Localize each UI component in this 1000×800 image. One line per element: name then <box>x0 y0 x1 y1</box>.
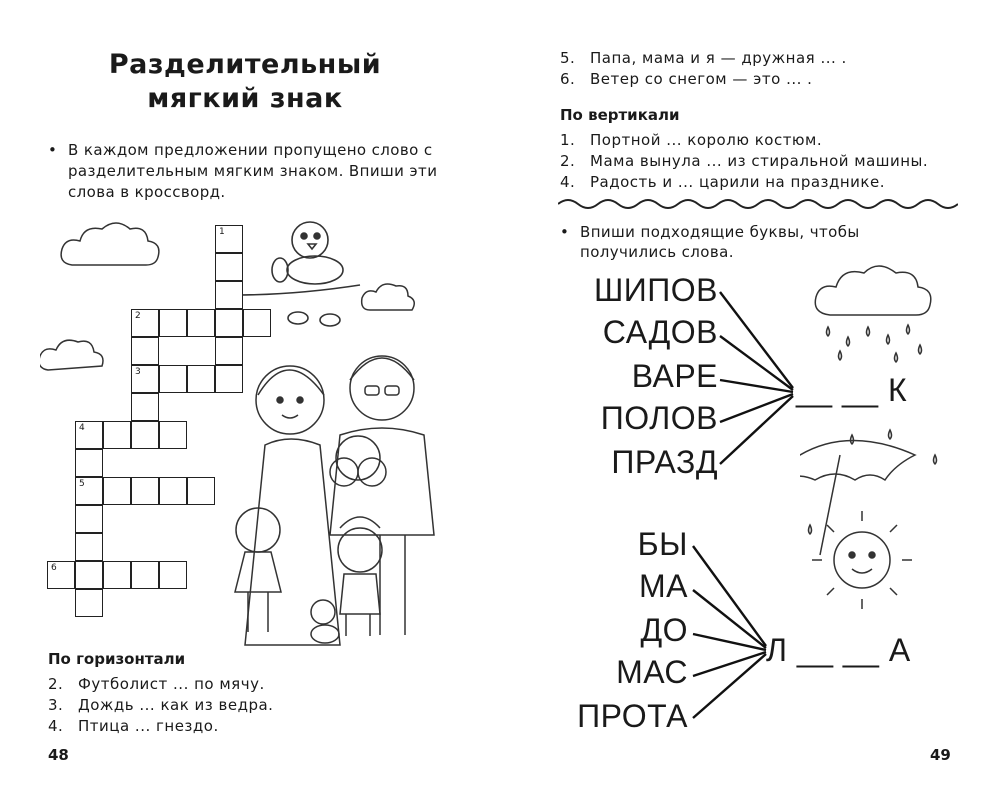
word-option: ПОЛОВ <box>600 400 718 436</box>
crossword-cell[interactable] <box>131 477 159 505</box>
crossword-cell[interactable] <box>75 505 103 533</box>
crossword-cell[interactable] <box>131 421 159 449</box>
crossword-cell[interactable] <box>103 421 131 449</box>
crossword-cell[interactable] <box>131 337 159 365</box>
crossword-cell[interactable] <box>103 477 131 505</box>
family-illustration <box>40 221 435 646</box>
clue-item: 4.Радость и ... царили на празднике. <box>560 173 885 191</box>
cloud-icon <box>40 222 415 371</box>
crossword-cell[interactable] <box>215 281 243 309</box>
crossword-cell[interactable] <box>187 365 215 393</box>
crossword-cell[interactable]: 2 <box>131 309 159 337</box>
horizontal-clues: 2.Футболист ... по мячу. 3.Дождь ... как… <box>48 674 273 737</box>
umbrella-icon <box>800 439 917 482</box>
word-option: САДОВ <box>602 314 718 350</box>
vertical-clues: 1.Портной ... королю костюм. 2.Мама выну… <box>560 130 928 193</box>
crossword-cell[interactable] <box>159 309 187 337</box>
title-line-2: мягкий знак <box>147 83 343 114</box>
crossword-cell[interactable] <box>215 253 243 281</box>
crossword-cell[interactable] <box>159 365 187 393</box>
crossword-cell[interactable] <box>215 337 243 365</box>
word-ending-target[interactable]: __ __ К <box>796 372 908 408</box>
crossword-cell[interactable]: 1 <box>215 225 243 253</box>
clue-item: 3.Дождь ... как из ведра. <box>48 696 274 714</box>
clue-item: 2.Мама вынула ... из стиральной машины. <box>560 152 929 170</box>
clue-item: 1.Портной ... королю костюм. <box>560 131 823 149</box>
title-line-1: Разделительный <box>108 49 382 80</box>
crossword-cell[interactable] <box>103 561 131 589</box>
crossword-cell[interactable] <box>215 309 243 337</box>
sun-icon <box>812 511 912 609</box>
clue-item: 4.Птица ... гнездо. <box>48 717 219 735</box>
crossword-cell[interactable]: 3 <box>131 365 159 393</box>
page-number-left: 48 <box>48 746 69 764</box>
crossword-cell[interactable]: 6 <box>47 561 75 589</box>
word-option: ПРАЗД <box>611 444 718 480</box>
crossword-cell[interactable] <box>187 309 215 337</box>
horizontal-header: По горизонтали <box>48 650 186 668</box>
connector-lines <box>692 545 767 719</box>
crossword-cell[interactable] <box>131 393 159 421</box>
crossword-cell[interactable]: 4 <box>75 421 103 449</box>
crossword-cell[interactable] <box>243 309 271 337</box>
rain-cloud-icon <box>814 265 932 316</box>
clue-item: 2.Футболист ... по мячу. <box>48 675 265 693</box>
bullet-icon: • <box>560 223 570 241</box>
page-number-right: 49 <box>930 746 951 764</box>
crossword-cell[interactable] <box>159 477 187 505</box>
word-option: ДО <box>640 612 688 648</box>
crossword-cell[interactable] <box>187 477 215 505</box>
vertical-header: По вертикали <box>560 106 680 124</box>
word-option: ВАРЕ <box>631 358 718 394</box>
clue-item: 5.Папа, мама и я — дружная ... . <box>560 49 847 67</box>
crossword-cell[interactable] <box>75 449 103 477</box>
crossword-cell[interactable] <box>75 533 103 561</box>
raindrop-icons <box>807 323 938 536</box>
crossword-cell[interactable] <box>75 589 103 617</box>
letters-instruction: • Впиши подходящие буквы, чтобы получили… <box>560 223 860 261</box>
clue-item: 6.Ветер со снегом — это ... . <box>560 70 813 88</box>
bird-icon <box>234 221 361 327</box>
connector-lines <box>719 291 794 465</box>
crossword-cell[interactable] <box>159 561 187 589</box>
word-ending-target[interactable]: Л __ __ А <box>766 632 911 668</box>
wavy-divider <box>558 199 958 209</box>
crossword-cell[interactable] <box>215 365 243 393</box>
word-option: МА <box>639 568 688 604</box>
crossword-cell[interactable] <box>131 561 159 589</box>
family-icon <box>234 355 435 646</box>
word-option: БЫ <box>637 526 688 562</box>
crossword-cell[interactable] <box>75 561 103 589</box>
bullet-icon: • <box>48 141 58 159</box>
crossword-instruction: • В каждом предложении пропущено слово с… <box>48 141 438 201</box>
crossword-cell[interactable] <box>159 421 187 449</box>
page-title: Разделительный мягкий знак <box>60 48 430 116</box>
weather-illustration <box>800 265 938 609</box>
word-option: ШИПОВ <box>593 272 718 308</box>
word-option: ПРОТА <box>577 698 688 734</box>
horizontal-clues-continued: 5.Папа, мама и я — дружная ... . 6.Ветер… <box>560 48 847 90</box>
word-option: МАС <box>616 654 688 690</box>
crossword-cell[interactable]: 5 <box>75 477 103 505</box>
